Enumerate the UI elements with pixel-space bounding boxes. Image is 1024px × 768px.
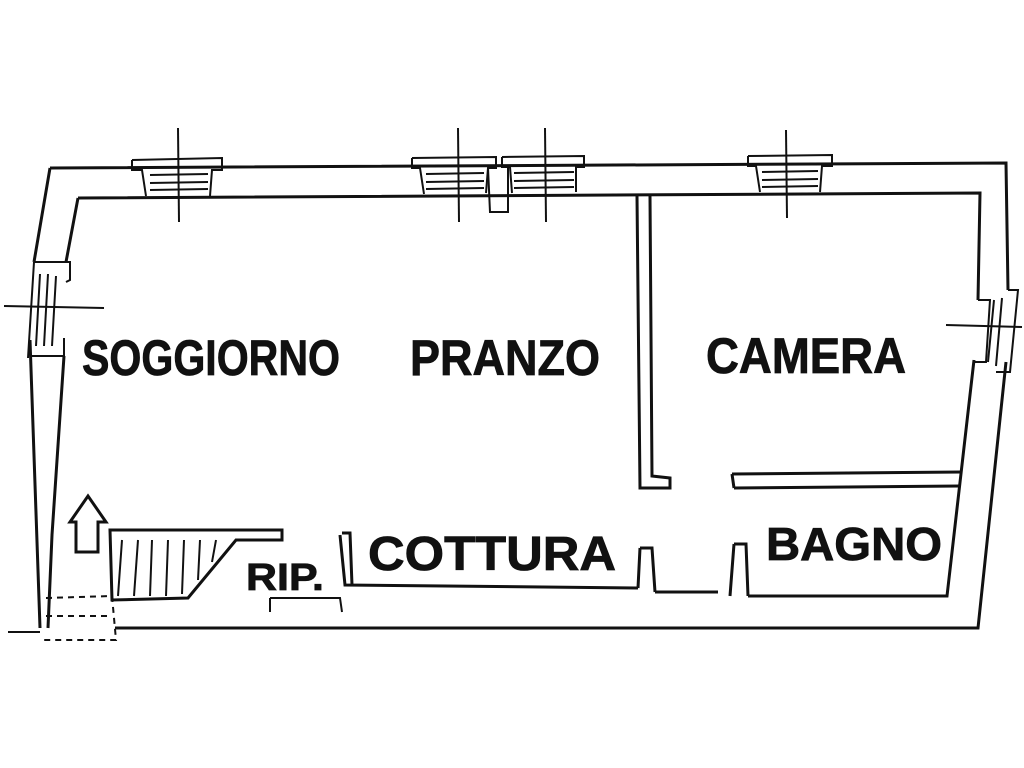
window-top-4	[747, 129, 833, 219]
room-label-cottura: COTTURA	[368, 528, 616, 581]
room-label-bagno: BAGNO	[766, 518, 942, 570]
landing-dashed	[42, 594, 118, 641]
window-left	[3, 261, 105, 359]
window-top-1	[131, 127, 223, 223]
partition-pranzo-camera	[635, 195, 672, 490]
window-top-3	[501, 127, 585, 223]
room-label-pranzo: PRANZO	[410, 330, 600, 386]
room-label-soggiorno: SOGGIORNO	[82, 330, 340, 386]
room-label-camera: CAMERA	[706, 328, 906, 384]
entrance-arrow-icon	[67, 493, 109, 554]
inner-lower-walls	[342, 531, 750, 597]
window-top-2	[411, 127, 509, 223]
outer-walls	[8, 161, 1010, 633]
room-label-ripostiglio: RIP.	[246, 557, 324, 599]
window-right	[945, 289, 1023, 373]
partition-camera-bagno	[730, 470, 963, 490]
